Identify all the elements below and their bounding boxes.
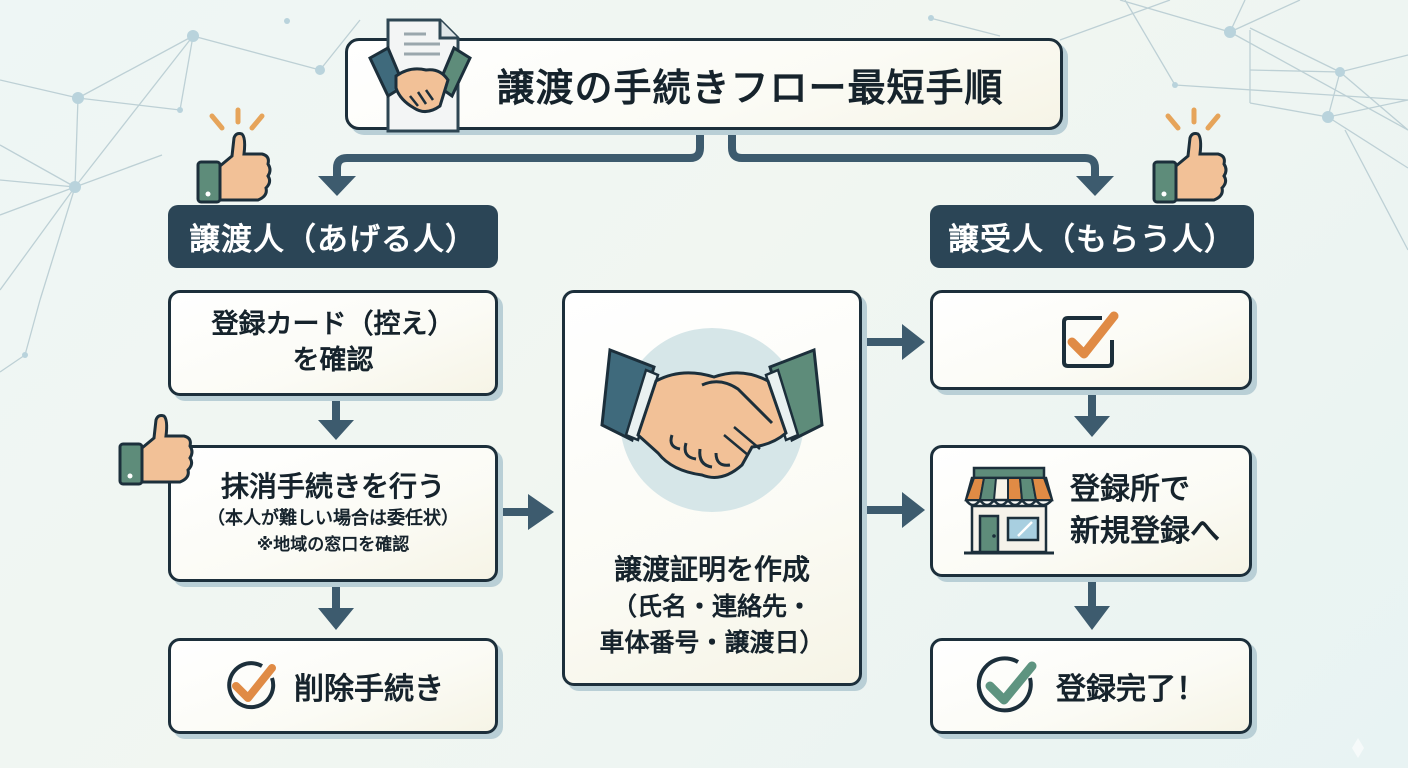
receiver-header: 譲受人（もらう人）: [930, 205, 1254, 268]
step-deregistration: 抹消手続きを行う （本人が難しい場合は委任状） ※地域の窓口を確認: [168, 445, 498, 582]
step-text-line: （氏名・連絡先・: [611, 592, 812, 621]
page-title: 譲渡の手続きフロー最短手順: [496, 65, 1004, 110]
step-text-line: 譲渡証明を作成: [613, 553, 810, 586]
step-confirm-checkbox: [930, 290, 1252, 390]
handshake-icon: [600, 328, 824, 512]
step-text-line: 登録所で: [1070, 472, 1190, 507]
step-text-line: 車体番号・譲渡日）: [599, 628, 825, 657]
receiver-header-label: 譲受人（もらう人）: [948, 222, 1236, 258]
step-text-line: 登録完了！: [1056, 672, 1206, 707]
step-new-registration: 登録所で 新規登録へ: [930, 445, 1252, 577]
step-text-line: 削除手続き: [294, 672, 444, 707]
check-circle-icon: [227, 661, 276, 710]
thumbs-up-icon: [118, 414, 194, 486]
handshake-document-icon: [368, 18, 472, 133]
step-text-line: を確認: [292, 345, 374, 376]
step-create-transfer-certificate: 譲渡証明を作成 （氏名・連絡先・ 車体番号・譲渡日）: [562, 290, 862, 686]
thumbs-up-icon: [196, 107, 272, 204]
giver-header-label: 譲渡人（あげる人）: [189, 222, 477, 258]
step-text-line: ※地域の窓口を確認: [256, 535, 410, 555]
check-circle-icon: [976, 656, 1037, 713]
step-check-registration-card: 登録カード（控え） を確認: [168, 290, 498, 396]
step-text-line: 新規登録へ: [1070, 514, 1220, 549]
storefront-icon: [964, 466, 1054, 555]
step-text-line: 登録カード（控え）: [211, 309, 455, 340]
step-registration-complete: 登録完了！: [930, 638, 1252, 734]
checkbox-checked-icon: [1062, 311, 1119, 368]
giver-header: 譲渡人（あげる人）: [168, 205, 498, 268]
step-text-line: （本人が難しい場合は委任状）: [207, 508, 459, 529]
step-deletion-procedure: 削除手続き: [168, 638, 498, 734]
thumbs-up-icon: [1152, 107, 1228, 204]
step-text-line: 抹消手続きを行う: [220, 470, 445, 503]
